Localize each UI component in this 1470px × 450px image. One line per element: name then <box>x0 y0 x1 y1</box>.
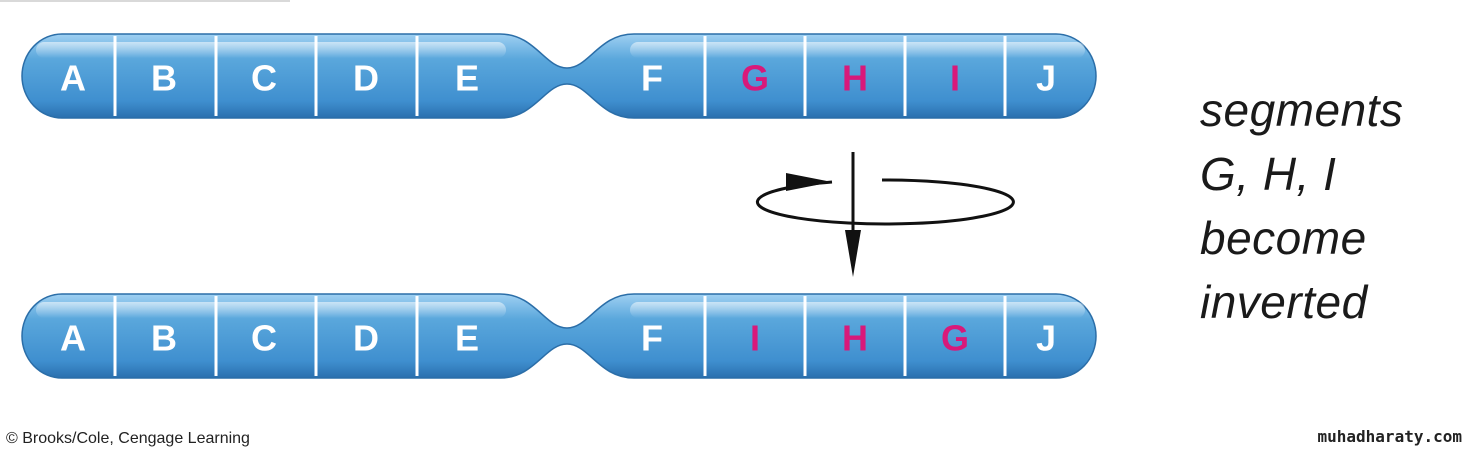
caption-line-4: inverted <box>1200 276 1368 328</box>
watermark: muhadharaty.com <box>1317 427 1463 446</box>
inversion-caption: segments G, H, I become inverted <box>1200 78 1403 334</box>
segment-label-g: G <box>741 58 769 99</box>
segment-label-j: J <box>1036 58 1056 99</box>
rotation-arrowhead <box>786 173 832 191</box>
down-arrowhead <box>845 230 861 277</box>
caption-line-2: G, H, I <box>1200 148 1337 200</box>
chromosome-shine-left <box>36 42 506 58</box>
segment-label-b: B <box>151 318 177 359</box>
segment-label-f: F <box>641 58 663 99</box>
segment-label-i: I <box>950 58 960 99</box>
segment-label-c: C <box>251 58 277 99</box>
copyright-credit: © Brooks/Cole, Cengage Learning <box>6 430 250 447</box>
chromosome-shine-right <box>630 42 1085 58</box>
segment-label-j: J <box>1036 318 1056 359</box>
segment-label-i: I <box>750 318 760 359</box>
segment-label-a: A <box>60 58 86 99</box>
chromosome-original: A B C D E F G H I J <box>21 33 1097 119</box>
caption-line-1: segments <box>1200 84 1404 136</box>
segment-label-h: H <box>842 58 868 99</box>
rotation-ellipse <box>756 178 1015 226</box>
top-rule <box>0 0 290 2</box>
segment-label-e: E <box>455 318 479 359</box>
segment-label-e: E <box>455 58 479 99</box>
segment-label-d: D <box>353 58 379 99</box>
segment-label-h: H <box>842 318 868 359</box>
segment-label-b: B <box>151 58 177 99</box>
segment-label-f: F <box>641 318 663 359</box>
chromosome-shine-right <box>630 302 1085 318</box>
segment-label-c: C <box>251 318 277 359</box>
chromosome-shine-left <box>36 302 506 318</box>
segment-label-d: D <box>353 318 379 359</box>
segment-label-g: G <box>941 318 969 359</box>
caption-line-3: become <box>1200 212 1367 264</box>
rotation-arrow-icon <box>756 152 1015 277</box>
segment-label-a: A <box>60 318 86 359</box>
